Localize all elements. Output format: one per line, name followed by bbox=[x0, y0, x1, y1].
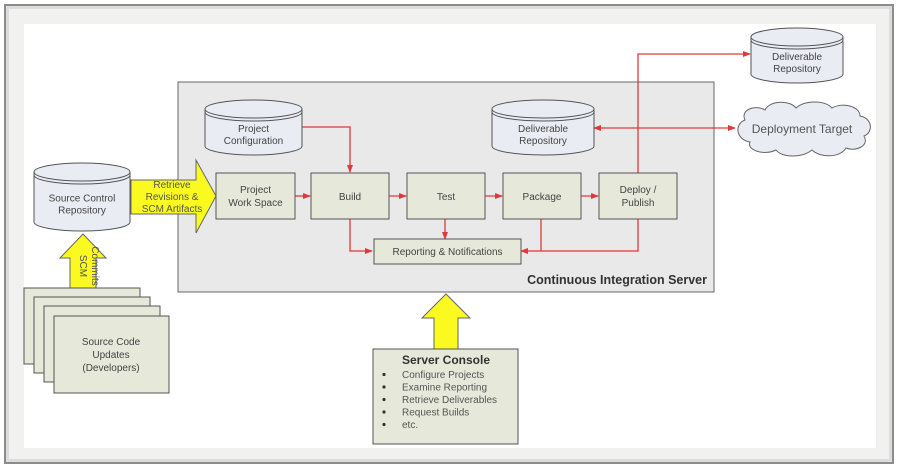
deployment-target-label: Deployment Target bbox=[752, 122, 853, 136]
server-console-title: Server Console bbox=[402, 353, 490, 367]
retrieve-arrow: Retrieve Revisions & SCM Artifacts bbox=[130, 158, 217, 234]
process-build[interactable]: Build bbox=[310, 172, 390, 220]
svg-text:Test: Test bbox=[437, 192, 456, 203]
bullet-icon bbox=[382, 422, 386, 427]
ci-server-title: Continuous Integration Server bbox=[527, 273, 707, 287]
svg-text:Revisions &: Revisions & bbox=[146, 192, 199, 203]
db-deliverable-repository-inner-label: Deliverable bbox=[518, 124, 568, 135]
db-source-control-repository-label: Source Control bbox=[49, 194, 116, 205]
server-console-item: etc. bbox=[402, 420, 418, 431]
db-deliverable-repository-inner-label: Repository bbox=[519, 136, 567, 147]
process-project-work-space[interactable]: Project Work Space bbox=[215, 172, 296, 220]
console-arrow bbox=[420, 293, 472, 350]
server-console-item: Configure Projects bbox=[402, 370, 484, 381]
connectors bbox=[295, 51, 751, 254]
server-console-item: Request Builds bbox=[402, 408, 469, 419]
process-deploy-publish[interactable]: Deploy / Publish bbox=[598, 172, 678, 220]
svg-text:Updates: Updates bbox=[92, 350, 129, 361]
svg-text:Reporting & Notifications: Reporting & Notifications bbox=[392, 247, 502, 258]
process-package[interactable]: Package bbox=[502, 172, 582, 220]
svg-text:Project: Project bbox=[240, 185, 271, 196]
svg-text:Build: Build bbox=[339, 192, 361, 203]
process-test[interactable]: Test bbox=[406, 172, 486, 220]
db-deliverable-repository-outer-label: Deliverable bbox=[772, 52, 822, 63]
server-console-item: Examine Reporting bbox=[402, 383, 487, 394]
deployment-target-cloud[interactable]: Deployment Target bbox=[737, 101, 871, 157]
source-code-updates-stack[interactable]: Source Code Updates (Developers) bbox=[23, 287, 170, 394]
svg-text:SCM Artifacts: SCM Artifacts bbox=[142, 204, 203, 215]
svg-text:(Developers): (Developers) bbox=[82, 363, 139, 374]
bullet-icon bbox=[382, 397, 386, 402]
svg-text:Retrieve: Retrieve bbox=[153, 180, 191, 191]
server-console-item: Retrieve Deliverables bbox=[402, 395, 497, 406]
db-project-configuration-label: Project bbox=[238, 124, 269, 135]
svg-text:Publish: Publish bbox=[622, 198, 655, 209]
bullet-icon bbox=[382, 372, 386, 377]
svg-text:Source Code: Source Code bbox=[82, 337, 141, 348]
connector-config-to-build bbox=[302, 126, 353, 173]
bullet-icon bbox=[382, 410, 386, 414]
bullet-icon bbox=[382, 385, 386, 389]
process-reporting-notifications[interactable]: Reporting & Notifications bbox=[373, 238, 522, 265]
svg-text:SCM: SCM bbox=[77, 255, 88, 277]
svg-text:Package: Package bbox=[523, 192, 562, 203]
connector-build-to-reporting bbox=[349, 219, 373, 254]
server-console-box[interactable]: Server Console Configure ProjectsExamine… bbox=[372, 348, 519, 445]
db-deliverable-repository-outer-label: Repository bbox=[773, 64, 821, 75]
connector-deploy-to-outer-repository bbox=[637, 51, 751, 173]
svg-text:Work Space: Work Space bbox=[228, 198, 283, 209]
svg-text:Commits: Commits bbox=[89, 246, 100, 285]
connector-deploy-to-reporting bbox=[541, 219, 639, 252]
svg-text:Deploy /: Deploy / bbox=[620, 185, 657, 196]
db-project-configuration-label: Configuration bbox=[224, 136, 283, 147]
scm-commits-arrow: SCM Commits bbox=[58, 233, 108, 289]
db-source-control-repository-label: Repository bbox=[58, 206, 106, 217]
